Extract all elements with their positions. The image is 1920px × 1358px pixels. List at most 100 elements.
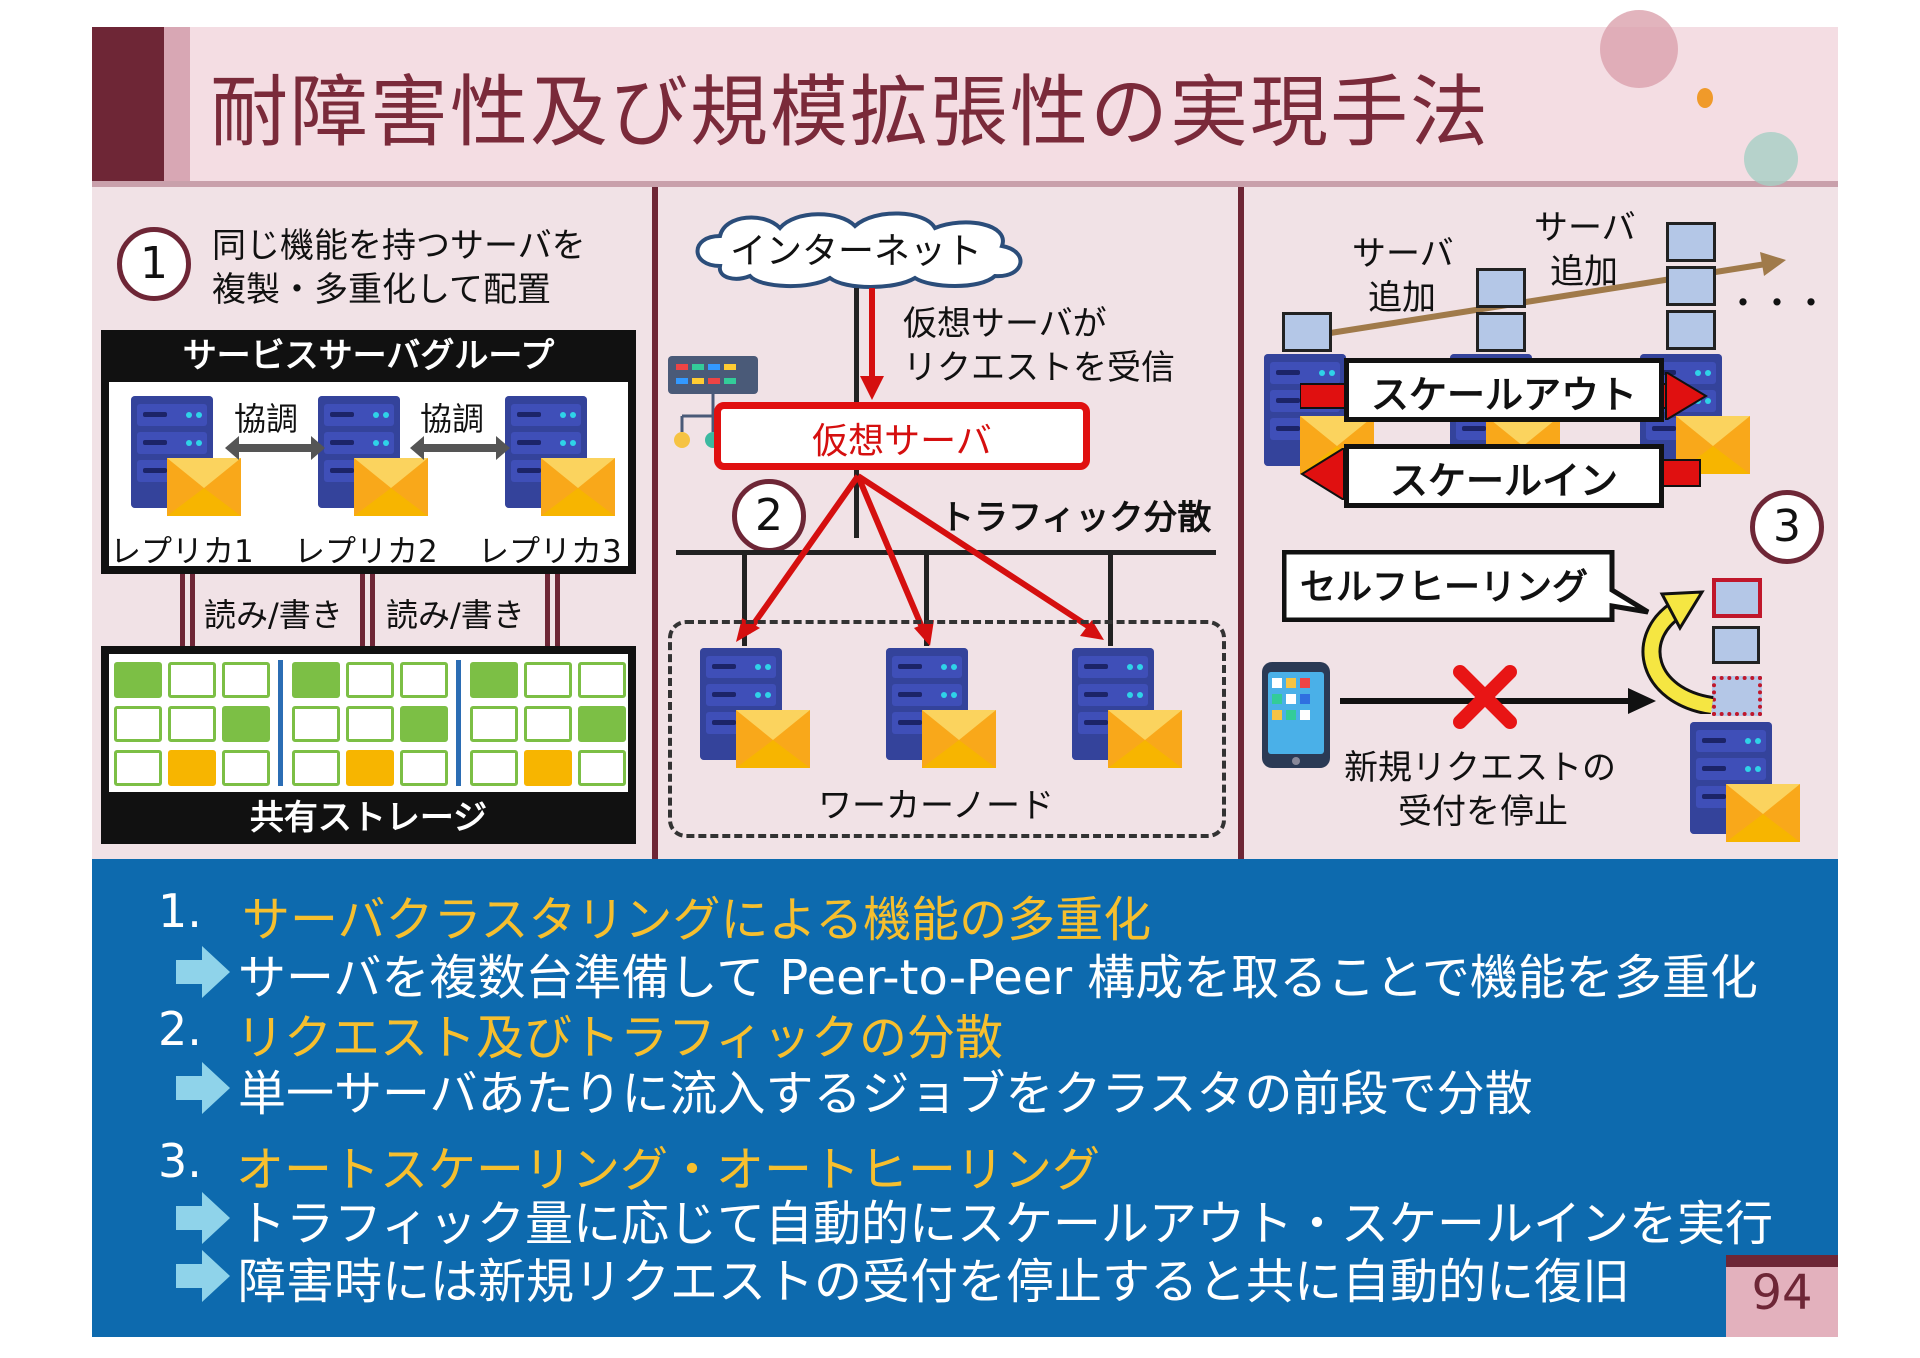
server-add-label-1: サーバ xyxy=(1352,234,1454,274)
arrow-bullet-icon xyxy=(176,1062,230,1114)
request-arrow xyxy=(860,288,884,400)
coordination-label: 協調 xyxy=(234,400,299,438)
virtual-server-receive-line1: 仮想サーバが xyxy=(903,304,1107,344)
storage-cell-icon xyxy=(400,706,448,742)
cross-icon xyxy=(1453,665,1517,729)
server-box xyxy=(1476,312,1526,352)
network-drop xyxy=(1108,550,1113,646)
server-box xyxy=(1666,310,1716,350)
storage-cell-icon xyxy=(346,706,394,742)
storage-cell-icon xyxy=(114,662,162,698)
list-number: 1. xyxy=(158,884,202,938)
arrow-bullet-icon xyxy=(176,1192,230,1244)
smartphone-icon xyxy=(1262,662,1330,768)
list-number: 2. xyxy=(158,1002,202,1056)
scale-out-box xyxy=(1344,358,1664,422)
list-body: トラフィック量に応じて自動的にスケールアウト・スケールインを実行 xyxy=(238,1196,1774,1252)
storage-divider xyxy=(456,660,461,786)
list-heading: リクエスト及びトラフィックの分散 xyxy=(236,1010,1004,1066)
page-number-box xyxy=(1726,1255,1838,1337)
storage-cell-icon xyxy=(524,662,572,698)
storage-cell-icon xyxy=(470,750,518,786)
storage-cell-icon xyxy=(114,750,162,786)
server-box-failed xyxy=(1712,676,1762,716)
panel1-desc-line2: 複製・多重化して配置 xyxy=(212,270,551,310)
panel1-desc-line1: 同じ機能を持つサーバを xyxy=(212,226,586,266)
storage-cell-icon xyxy=(470,706,518,742)
virtual-server-label: 仮想サーバ xyxy=(812,421,992,462)
read-write-label: 読み/書き xyxy=(386,596,525,634)
recovery-arrow xyxy=(1641,590,1714,714)
storage-cell-icon xyxy=(578,706,626,742)
connection-line xyxy=(555,574,560,646)
storage-cell-icon xyxy=(222,750,270,786)
storage-cell-icon xyxy=(346,662,394,698)
stop-request-line2: 受付を停止 xyxy=(1398,792,1568,832)
storage-cell-icon xyxy=(292,706,340,742)
title-accent-light xyxy=(164,27,190,185)
title-underline xyxy=(92,181,1838,187)
list-body: 単一サーバあたりに流入するジョブをクラスタの前段で分散 xyxy=(238,1066,1533,1122)
server-add-label-2: サーバ xyxy=(1534,208,1636,248)
server-box-healed xyxy=(1712,578,1762,618)
storage-divider xyxy=(278,660,283,786)
server-add-label-1b: 追加 xyxy=(1368,278,1436,318)
storage-cell-icon xyxy=(578,662,626,698)
decorative-circle-teal xyxy=(1744,132,1798,186)
server-icon xyxy=(1690,722,1800,842)
scale-out-label: スケールアウト xyxy=(1370,373,1637,417)
coordination-label: 協調 xyxy=(420,400,485,438)
self-healing-callout xyxy=(1282,550,1650,622)
shared-storage-label: 共有ストレージ xyxy=(101,792,636,844)
traffic-distribution-label: トラフィック分散 xyxy=(940,498,1212,538)
storage-cell-icon xyxy=(470,662,518,698)
network-drop xyxy=(924,550,929,646)
storage-cell-icon xyxy=(168,706,216,742)
decorative-dot xyxy=(1697,88,1713,108)
virtual-server-receive-line2: リクエストを受信 xyxy=(903,348,1175,388)
arrow-bullet-icon xyxy=(176,946,230,998)
storage-cell-icon xyxy=(292,750,340,786)
storage-cell-icon xyxy=(400,662,448,698)
worker-node-label: ワーカーノード xyxy=(818,786,1054,826)
storage-cell-icon xyxy=(524,706,572,742)
storage-cell-icon xyxy=(524,750,572,786)
list-heading: オートスケーリング・オートヒーリング xyxy=(236,1142,1101,1198)
panel-divider xyxy=(1238,187,1244,859)
storage-cell-icon xyxy=(578,750,626,786)
growth-arrow xyxy=(1323,252,1786,337)
step-number-1: 1 xyxy=(117,227,191,301)
server-box xyxy=(1476,268,1526,308)
title-bar xyxy=(92,27,1838,185)
server-box xyxy=(1282,312,1332,352)
network-bus xyxy=(676,550,1216,555)
connection-line xyxy=(545,574,550,646)
virtual-server-box xyxy=(714,402,1090,470)
bidirectional-arrow-icon xyxy=(410,436,510,460)
read-write-label: 読み/書き xyxy=(204,596,343,634)
storage-cell-icon xyxy=(168,662,216,698)
connection-line xyxy=(370,574,375,646)
server-icon xyxy=(505,396,615,516)
worker-node-group xyxy=(668,620,1226,838)
server-icon xyxy=(886,648,996,768)
title-accent xyxy=(92,27,164,185)
bidirectional-arrow-icon xyxy=(225,436,325,460)
scale-in-label: スケールイン xyxy=(1389,459,1618,503)
connection-line xyxy=(180,574,185,646)
replica-label: レプリカ1 xyxy=(110,534,254,570)
list-body: サーバを複数台準備して Peer-to-Peer 構成を取ることで機能を多重化 xyxy=(238,950,1758,1006)
replica-label: レプリカ2 xyxy=(294,534,438,570)
storage-cell-icon xyxy=(114,706,162,742)
storage-cell-icon xyxy=(346,750,394,786)
server-icon xyxy=(1072,648,1182,768)
step-number-3: 3 xyxy=(1750,490,1824,564)
list-heading: サーバクラスタリングによる機能の多重化 xyxy=(242,892,1152,948)
network-drop xyxy=(742,550,747,646)
storage-cell-icon xyxy=(292,662,340,698)
summary-panel xyxy=(92,859,1838,1337)
server-add-label-2b: 追加 xyxy=(1550,252,1618,292)
page-number: 94 xyxy=(1751,1265,1813,1321)
storage-cell-icon xyxy=(168,750,216,786)
storage-cell-icon xyxy=(400,750,448,786)
